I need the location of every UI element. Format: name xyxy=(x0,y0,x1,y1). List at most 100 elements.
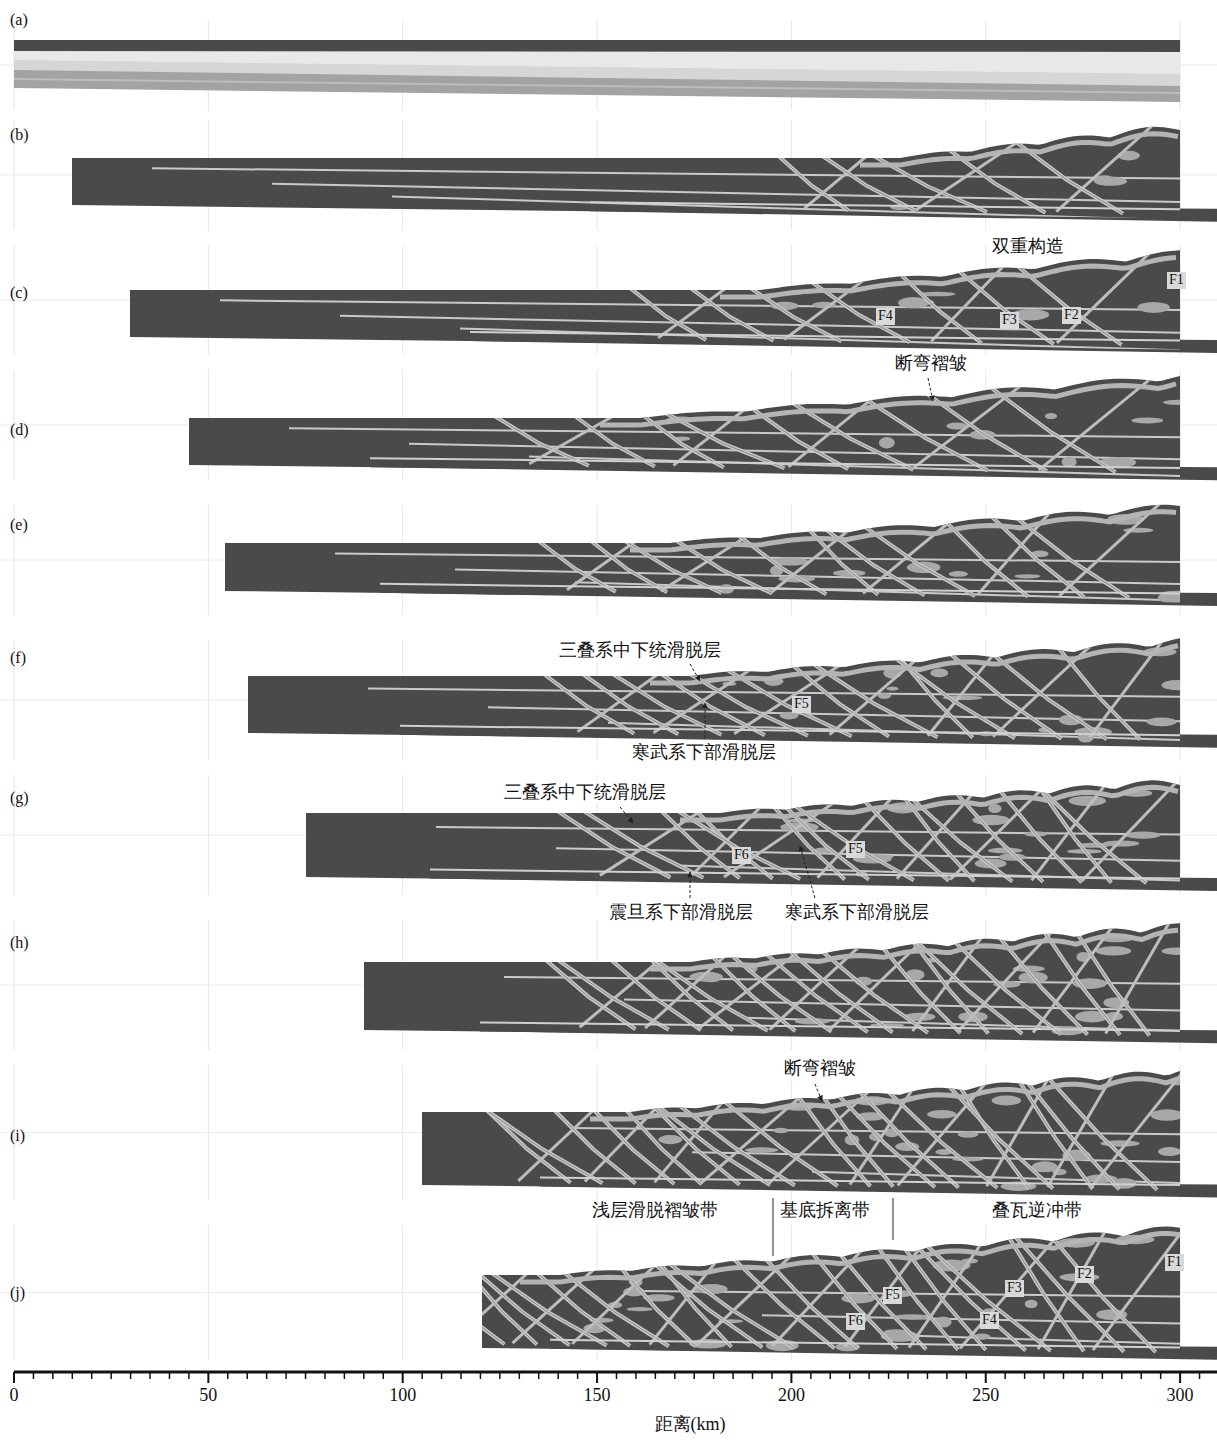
fault-label: F2 xyxy=(1062,307,1081,324)
strata-layer xyxy=(14,50,1180,102)
axis-tick xyxy=(790,1372,792,1383)
axis-tick xyxy=(169,1372,171,1379)
surface-layer xyxy=(650,646,1178,683)
axis-tick xyxy=(1063,1372,1065,1379)
thrust-fault xyxy=(818,153,916,211)
strata-layer xyxy=(14,50,1180,74)
detachment-line xyxy=(455,569,1180,584)
leader-line xyxy=(705,703,706,738)
axis-tick xyxy=(324,1372,326,1379)
axis-tick xyxy=(91,1372,93,1379)
light-patch xyxy=(949,571,968,577)
light-patch xyxy=(1137,302,1169,313)
thrust-fault xyxy=(587,538,667,592)
model-panel xyxy=(422,1063,1217,1198)
panel-label: (b) xyxy=(10,125,29,144)
detachment-line xyxy=(480,1022,1180,1030)
thrust-fault xyxy=(571,413,655,467)
thrust-fault xyxy=(1025,1079,1119,1189)
detachment-line xyxy=(692,1152,1180,1162)
light-patch xyxy=(780,712,799,720)
deformed-block xyxy=(225,505,1180,603)
fault-label: F5 xyxy=(792,696,811,713)
detachment-line xyxy=(380,584,1180,594)
surface-layer xyxy=(590,1079,1178,1119)
axis-tick xyxy=(402,1372,404,1383)
fault-label: F6 xyxy=(846,1313,865,1330)
detachment-line xyxy=(152,168,1180,178)
axis-title: 距离(km) xyxy=(655,1414,726,1436)
axis-tick xyxy=(713,1372,715,1379)
structure-label: 寒武系下部滑脱层 xyxy=(783,902,931,924)
zone-divider xyxy=(893,1198,894,1240)
axis-tick xyxy=(13,1372,15,1383)
axis-tick xyxy=(1102,1372,1104,1379)
light-patch xyxy=(894,1314,931,1319)
axis-tick xyxy=(363,1372,365,1379)
axis-tick xyxy=(907,1372,909,1379)
axis-tick xyxy=(557,1372,559,1379)
detachment-line xyxy=(409,444,1180,459)
panel-label: (e) xyxy=(10,515,28,534)
light-patch xyxy=(745,1147,779,1152)
deformed-block xyxy=(72,127,1180,218)
axis-tick xyxy=(635,1372,637,1379)
axis-tick-label: 0 xyxy=(10,1385,19,1407)
axis-tick xyxy=(868,1372,870,1379)
axis-tick xyxy=(499,1372,501,1379)
strata-layer xyxy=(14,40,1180,52)
thrust-fault xyxy=(838,1251,927,1349)
detachment-line xyxy=(550,1340,1180,1348)
structure-label: 三叠系中下统滑脱层 xyxy=(502,782,668,804)
back-thrust xyxy=(451,1270,531,1342)
axis-tick xyxy=(1160,1372,1162,1379)
light-patch xyxy=(1146,718,1177,727)
leader-line xyxy=(690,664,700,681)
axis-tick xyxy=(188,1372,190,1379)
axis-tick xyxy=(810,1372,812,1379)
light-patch xyxy=(927,1110,957,1119)
light-patch xyxy=(1025,1300,1038,1308)
axis-tick xyxy=(1121,1372,1123,1379)
light-patch xyxy=(1163,400,1193,405)
fault-label: F1 xyxy=(1165,1254,1184,1271)
axis-tick xyxy=(752,1372,754,1379)
deformed-block xyxy=(482,1227,1180,1357)
axis-tick xyxy=(1004,1372,1006,1379)
thrust-fault xyxy=(990,652,1107,740)
structure-label: 断弯褶皱 xyxy=(893,353,969,375)
axis-tick xyxy=(72,1372,74,1379)
thrust-fault xyxy=(820,949,928,1032)
surface-layer xyxy=(630,512,1176,550)
surface-layer xyxy=(860,134,1178,165)
fault-label: F5 xyxy=(846,841,865,858)
light-patch xyxy=(1125,831,1160,838)
axis-tick-label: 300 xyxy=(1167,1385,1194,1407)
fault-label: F3 xyxy=(1000,312,1019,329)
light-patch xyxy=(992,1096,1021,1106)
thrust-fault xyxy=(1013,1234,1124,1352)
axis-tick xyxy=(830,1372,832,1379)
back-thrust xyxy=(788,394,877,467)
axis-tick xyxy=(771,1372,773,1379)
light-patch xyxy=(658,1135,682,1144)
thrust-fault xyxy=(571,413,655,467)
axis-tick xyxy=(577,1372,579,1379)
axis-tick xyxy=(888,1372,890,1379)
thrust-fault xyxy=(482,1107,602,1183)
panel-label: (c) xyxy=(10,283,28,302)
model-panel xyxy=(189,376,1217,480)
structure-label: 震旦系下部滑脱层 xyxy=(607,902,755,924)
thrust-fault xyxy=(952,940,1061,1035)
fault-label: F6 xyxy=(732,847,751,864)
model-panel xyxy=(248,637,1217,748)
deformed-block xyxy=(364,923,1180,1039)
axis-tick xyxy=(52,1372,54,1379)
structure-label: 断弯褶皱 xyxy=(782,1058,858,1080)
axis-tick xyxy=(946,1372,948,1379)
axis-tick xyxy=(538,1372,540,1379)
back-thrust xyxy=(784,275,870,339)
light-patch xyxy=(1151,1109,1184,1121)
axis-tick xyxy=(616,1372,618,1379)
